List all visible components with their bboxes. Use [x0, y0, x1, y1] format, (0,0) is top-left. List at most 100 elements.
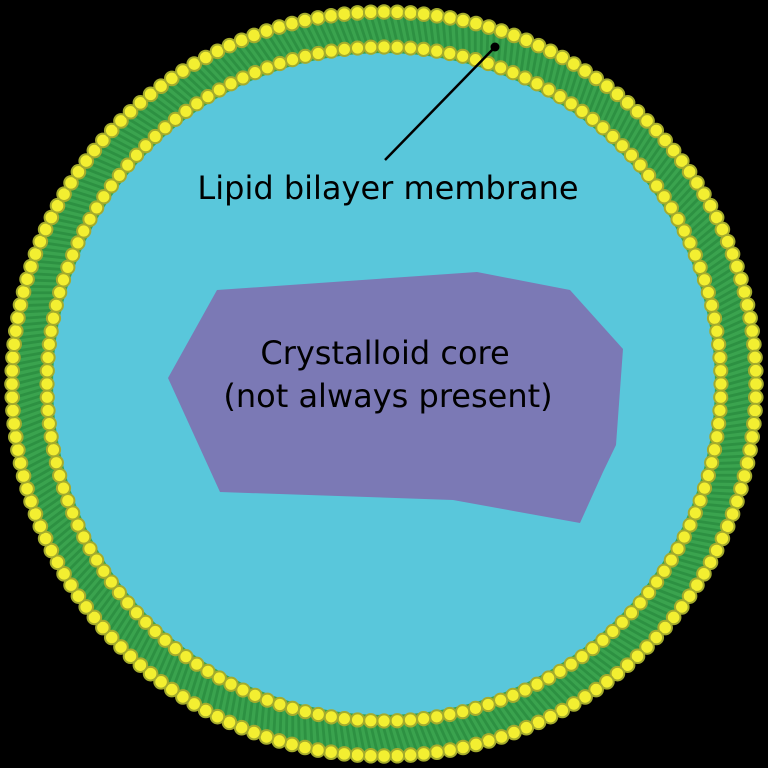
crystalloid-core-label-line1: Crystalloid core: [260, 334, 509, 372]
lipid-head: [704, 297, 720, 313]
lipid-tail: [266, 32, 286, 62]
lipid-tail: [527, 689, 551, 716]
lipid-head: [45, 310, 62, 326]
lipid-head: [552, 89, 568, 105]
lipid-tail: [356, 14, 369, 47]
lipid-head: [122, 648, 139, 665]
lipid-tail: [205, 58, 230, 85]
lipid-head: [442, 706, 458, 723]
lipid-tail: [721, 395, 755, 406]
lipid-head: [493, 692, 509, 708]
lipid-head: [200, 663, 216, 679]
lipid-head: [619, 657, 636, 673]
lipid-tail: [701, 496, 736, 502]
lipid-tail: [505, 698, 527, 727]
lipid-head: [389, 713, 405, 729]
lipid-head: [138, 614, 154, 630]
lipid-tail: [641, 601, 673, 617]
lipid-head: [103, 178, 119, 194]
lipid-head: [211, 670, 227, 686]
lipid-head: [704, 455, 720, 471]
lipid-head: [481, 19, 497, 35]
lipid-tail: [635, 131, 656, 161]
lipid-head: [349, 40, 366, 56]
lipid-head: [111, 585, 127, 601]
lipid-head: [175, 689, 191, 705]
lipid-head: [629, 103, 646, 120]
lipid-head: [674, 153, 690, 169]
lipid-head: [111, 167, 127, 183]
lipid-head: [186, 696, 202, 712]
lipid-tail: [508, 36, 515, 71]
lipid-head: [297, 48, 313, 64]
lipid-tail: [140, 633, 158, 665]
lipid-tail: [718, 323, 750, 339]
lipid-tail: [417, 719, 432, 752]
lipid-head: [95, 132, 111, 149]
lipid-tail: [616, 627, 647, 647]
lipid-tail: [308, 713, 314, 748]
lipid-tail: [707, 479, 742, 484]
lipid-tail: [75, 177, 108, 191]
lipid-head: [429, 7, 445, 24]
lipid-head: [23, 493, 39, 510]
lipid-head: [674, 599, 690, 615]
lipid-head: [689, 577, 705, 593]
lipid-tail: [41, 505, 70, 527]
lipid-tail: [75, 564, 100, 591]
lipid-head: [747, 362, 764, 379]
lipid-tail: [564, 668, 591, 693]
lipid-head: [467, 700, 484, 716]
lipid-head: [70, 517, 86, 533]
crystalloid-core: [168, 272, 623, 523]
lipid-tail: [284, 707, 289, 742]
lipid-head: [4, 376, 20, 392]
lipid-head: [349, 747, 366, 763]
lipid-head: [336, 41, 352, 57]
lipid-head: [605, 128, 621, 145]
lipid-head: [113, 113, 129, 129]
lipid-tail: [574, 661, 602, 685]
lipid-head: [641, 585, 657, 601]
lipid-tail: [702, 253, 732, 275]
lipid-head: [78, 599, 94, 615]
lipid-head: [376, 748, 392, 764]
lipid-tail: [16, 417, 49, 432]
lipid-head: [402, 40, 419, 56]
lipid-head: [682, 517, 698, 533]
lipid-head: [167, 641, 183, 657]
lipid-head: [639, 113, 655, 129]
lipid-head: [619, 95, 636, 111]
lipid-tail: [482, 706, 502, 736]
lipid-head: [120, 157, 136, 173]
lipid-head: [209, 708, 226, 725]
lipid-tail: [633, 610, 665, 628]
lipid-head: [442, 45, 458, 62]
lipid-tail: [496, 32, 502, 67]
lipid-head: [687, 247, 703, 263]
lipid-tail: [710, 467, 745, 471]
lipid-head: [113, 639, 129, 655]
lipid-tail: [556, 61, 568, 95]
lipid-tail: [374, 721, 386, 755]
lipid-tail: [598, 643, 628, 665]
lipid-tail: [467, 23, 471, 58]
lipid-head: [132, 657, 149, 673]
lipid-head: [310, 10, 326, 26]
lipid-head: [178, 649, 194, 665]
lipid-tail: [530, 46, 539, 81]
lipid-head: [41, 336, 57, 352]
lipid-head: [43, 323, 59, 339]
lipid-head: [56, 566, 72, 582]
lipid-head: [10, 442, 26, 458]
lipid-head: [702, 554, 719, 571]
lipid-tail: [68, 554, 94, 580]
lipid-tail: [13, 387, 47, 399]
lipid-tail: [20, 441, 52, 458]
lipid-head: [297, 12, 313, 29]
lipid-tail: [241, 692, 249, 727]
lipid-head: [389, 747, 406, 764]
lipid-head: [739, 455, 756, 471]
lipid-tail: [543, 680, 568, 707]
lipid-head: [310, 706, 326, 723]
